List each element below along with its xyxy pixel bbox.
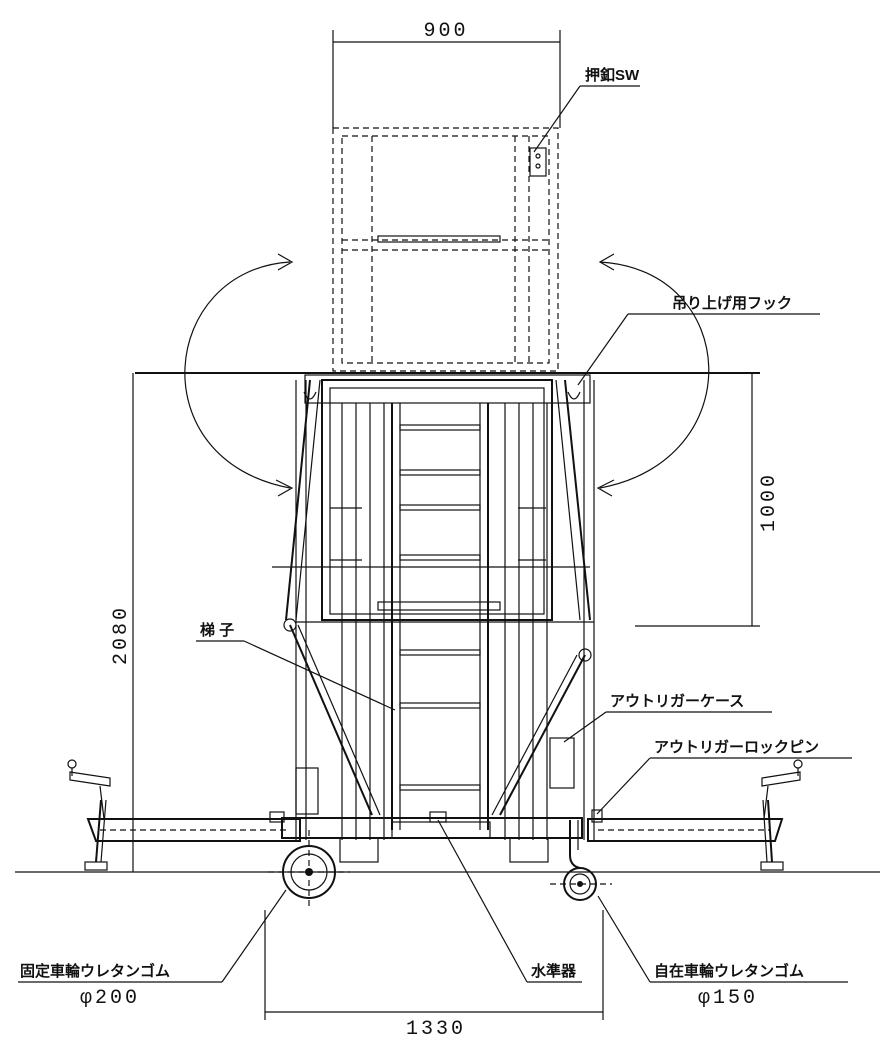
label-fixed-wheel-size: φ200 — [80, 987, 140, 1010]
label-outrigger-case: アウトリガーケース — [610, 693, 744, 710]
callout-outrigger-case: アウトリガーケース — [563, 693, 772, 743]
dimension-base-width: 1330 — [264, 910, 604, 1041]
outrigger-jack-right — [760, 759, 803, 871]
dimension-total-height-value: 2080 — [110, 605, 133, 665]
outrigger-jack-left — [67, 759, 111, 871]
folded-platform — [332, 127, 559, 372]
callout-caster-wheel: 自在車輪ウレタンゴム φ150 — [597, 895, 848, 1010]
callout-ladder: 梯 子 — [196, 621, 396, 711]
caster-wheel — [550, 820, 612, 901]
dimension-top-width: 900 — [332, 20, 561, 128]
dimension-base-width-value: 1330 — [406, 1018, 466, 1041]
fixed-wheel — [268, 830, 350, 910]
label-fixed-wheel: 固定車輪ウレタンゴム — [20, 962, 170, 980]
outrigger-case-left — [295, 767, 319, 815]
callout-fixed-wheel: 固定車輪ウレタンゴム φ200 — [18, 889, 287, 1010]
outrigger-braces — [283, 618, 592, 816]
dimension-top-width-value: 900 — [423, 20, 468, 43]
label-caster-wheel-size: φ150 — [698, 987, 758, 1010]
dimension-platform-height-value: 1000 — [758, 472, 781, 532]
label-level: 水準器 — [531, 962, 577, 980]
label-caster-wheel: 自在車輪ウレタンゴム — [654, 962, 804, 980]
label-lifting-hook: 吊り上げ用フック — [672, 295, 792, 312]
dimension-platform-height: 1000 — [635, 373, 781, 627]
label-push-switch: 押釦SW — [585, 66, 640, 84]
label-outrigger-lock-pin: アウトリガーロックピン — [654, 739, 819, 756]
callout-level: 水準器 — [437, 819, 582, 983]
callout-push-switch: 押釦SW — [533, 66, 640, 153]
mast-structure — [135, 372, 760, 840]
dimension-total-height: 2080 — [110, 373, 134, 872]
callout-lifting-hook: 吊り上げ用フック — [577, 295, 820, 386]
label-ladder: 梯 子 — [200, 621, 234, 639]
callout-outrigger-lock-pin: アウトリガーロックピン — [596, 739, 852, 815]
ladder — [391, 403, 489, 830]
rotation-arrow-right — [596, 253, 710, 497]
rotation-arrow-left — [184, 253, 294, 497]
outrigger-case-right — [549, 737, 575, 789]
base-beam — [86, 809, 784, 863]
